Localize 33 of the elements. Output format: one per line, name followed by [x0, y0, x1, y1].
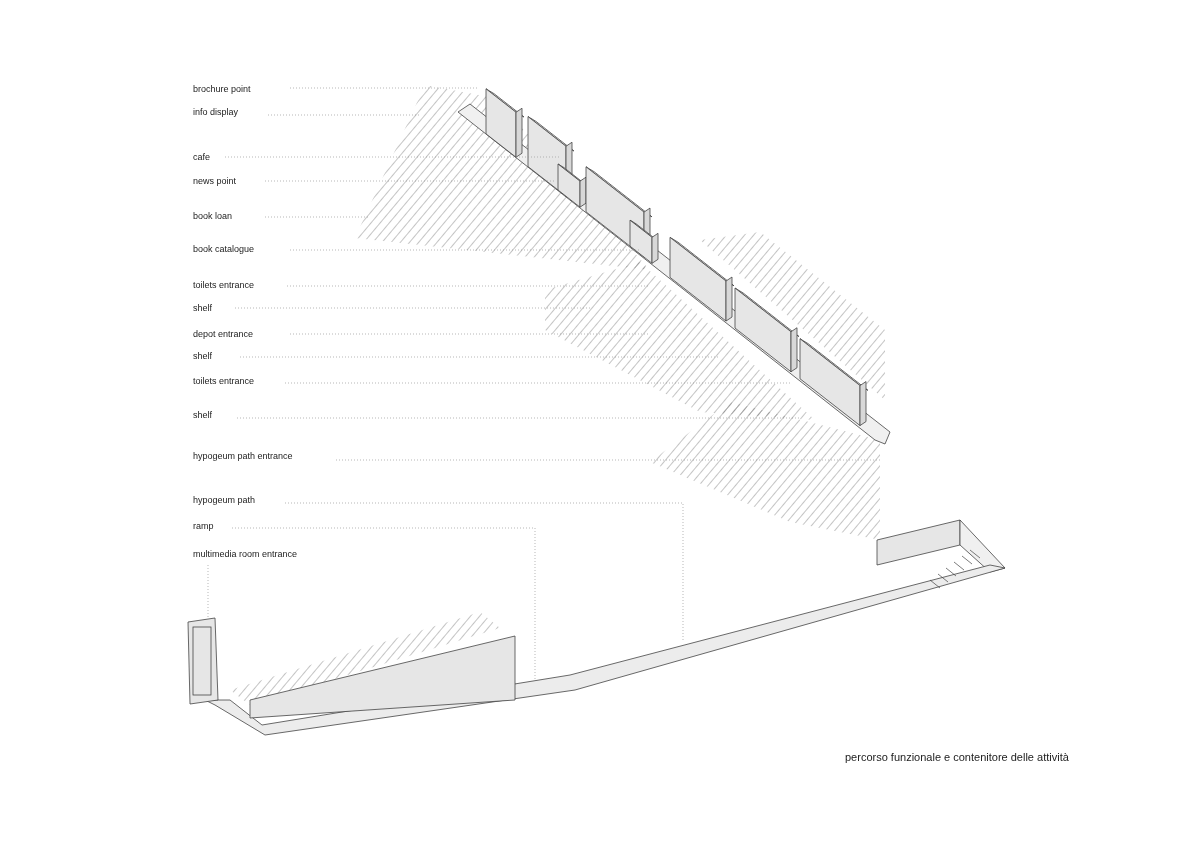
leader-line [289, 333, 651, 335]
part-label: hypogeum path [193, 495, 256, 506]
part-label: shelf [193, 410, 212, 421]
leader-line [234, 307, 591, 309]
leader-line [335, 459, 881, 461]
part-label: depot entrance [193, 329, 254, 340]
part-label: cafe [193, 152, 210, 163]
leader-line [289, 87, 479, 89]
part-label: info display [193, 107, 239, 118]
part-label: shelf [193, 303, 212, 314]
part-label: brochure point [193, 84, 251, 95]
leader-line [264, 180, 556, 182]
leader-line [284, 502, 684, 641]
leader-line [289, 249, 641, 251]
part-label: hypogeum path entrance [193, 451, 293, 462]
part-label: multimedia room entrance [193, 549, 298, 560]
part-label: toilets entrance [193, 376, 255, 387]
part-label: shelf [193, 351, 212, 362]
leader-line [264, 216, 371, 218]
part-label: ramp [193, 521, 214, 532]
leader-line [207, 564, 209, 619]
leader-line [224, 156, 561, 158]
part-label: book catalogue [193, 244, 255, 255]
part-label: book loan [193, 211, 233, 222]
leader-line [284, 382, 791, 384]
caption: percorso funzionale e contenitore delle attività [845, 751, 1069, 763]
part-label: news point [193, 176, 237, 187]
part-label: toilets entrance [193, 280, 255, 291]
leader-line [267, 114, 421, 116]
leader-line [236, 417, 801, 419]
leader-line [286, 285, 651, 287]
leader-line [239, 356, 721, 358]
leader-line [231, 527, 536, 681]
